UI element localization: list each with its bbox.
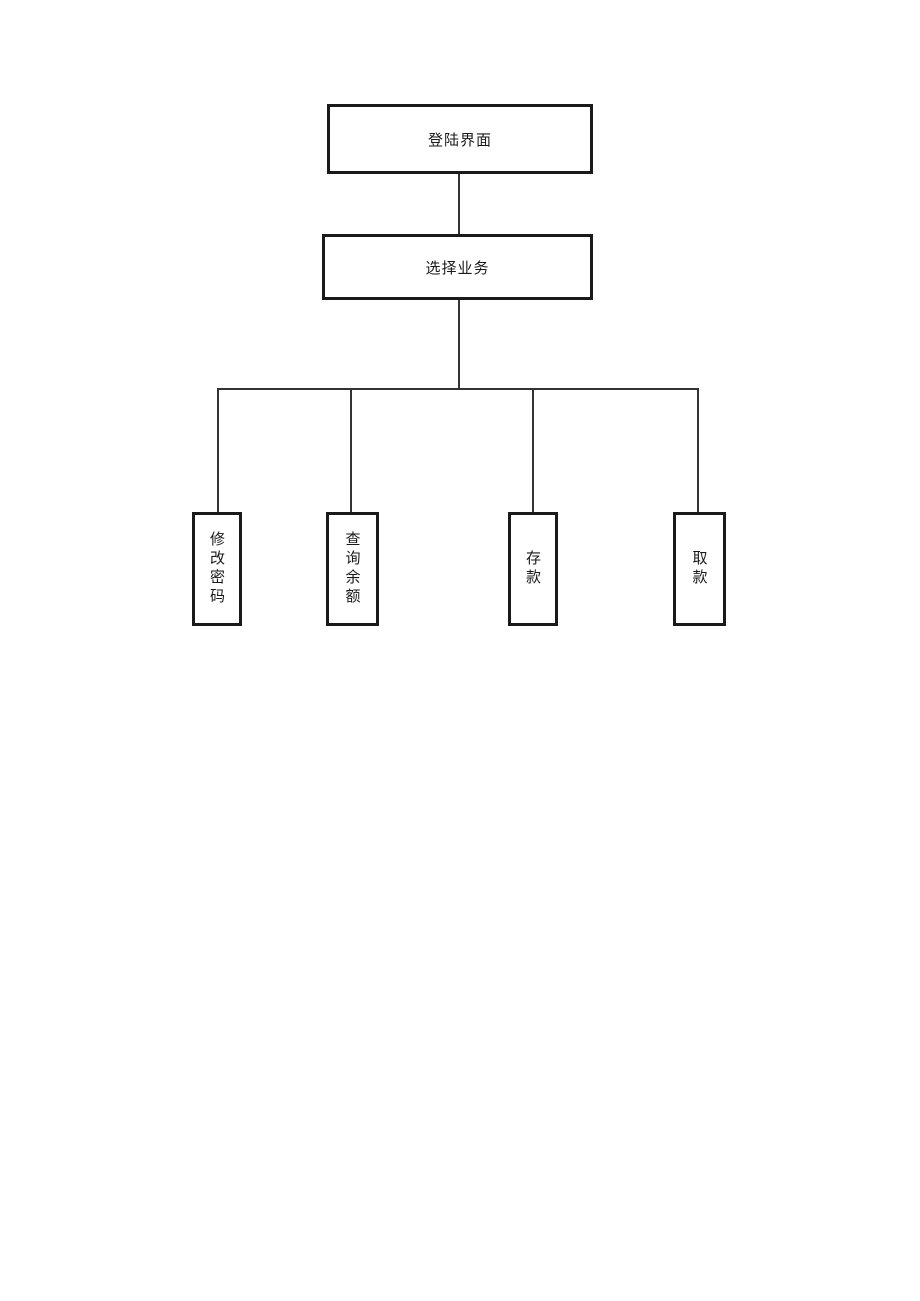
node-label: 取款 [690, 550, 709, 588]
connector-middle-to-bus [458, 300, 460, 389]
connector-drop-2 [350, 388, 352, 513]
node-label: 登陆界面 [427, 130, 492, 149]
connector-drop-1 [217, 388, 219, 513]
connector-root-to-middle [458, 174, 460, 235]
node-withdraw: 取款 [673, 512, 726, 626]
connector-bus [217, 388, 698, 390]
node-label: 查询余额 [343, 531, 362, 607]
connector-drop-4 [697, 388, 699, 513]
node-select-service: 选择业务 [322, 234, 593, 300]
node-deposit: 存款 [508, 512, 558, 626]
node-label: 修改密码 [208, 531, 226, 607]
node-change-password: 修改密码 [192, 512, 242, 626]
node-login-screen: 登陆界面 [327, 104, 593, 174]
node-label: 选择业务 [425, 258, 490, 277]
node-label: 存款 [524, 550, 542, 588]
connector-drop-3 [532, 388, 534, 513]
node-check-balance: 查询余额 [326, 512, 379, 626]
